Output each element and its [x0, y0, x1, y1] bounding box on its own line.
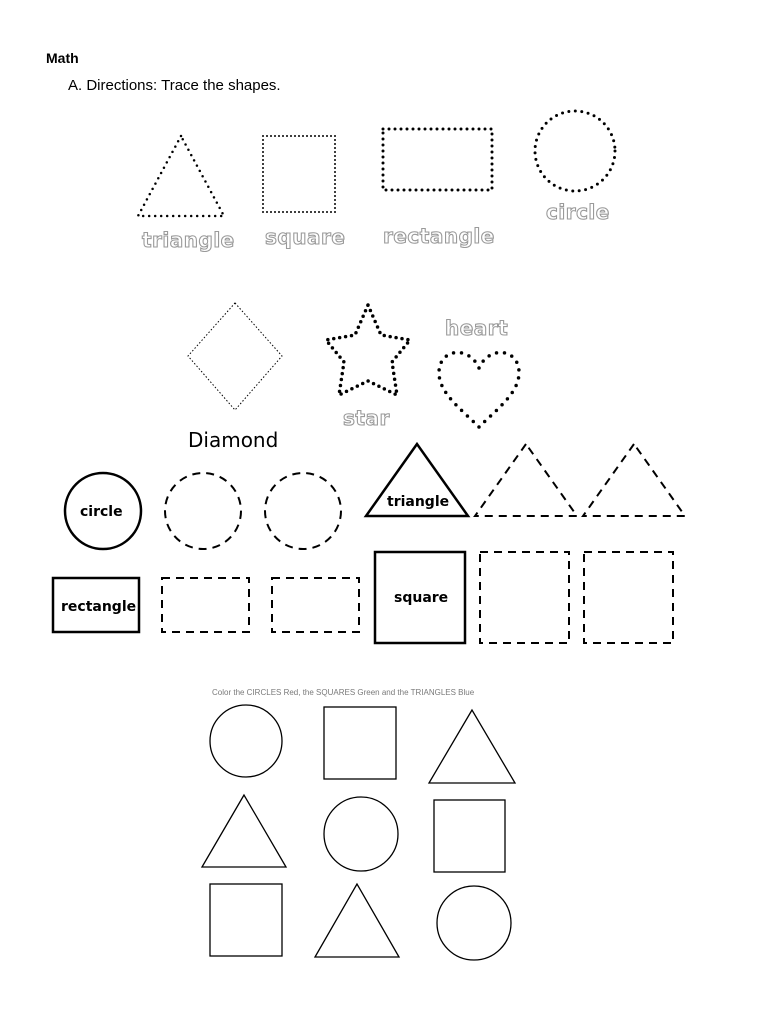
color-circle-3[interactable] — [436, 885, 512, 961]
color-square-2[interactable] — [433, 799, 506, 873]
solid-square — [373, 550, 467, 645]
dotted-circle[interactable] — [533, 109, 617, 193]
label-solid-rectangle: rectangle — [61, 599, 136, 615]
solid-circle — [63, 471, 143, 551]
color-square-3[interactable] — [209, 883, 283, 957]
dashed-square-2[interactable] — [583, 551, 674, 644]
color-circle-2[interactable] — [323, 796, 399, 872]
label-heart: heart — [445, 316, 508, 340]
solid-triangle — [363, 441, 471, 518]
label-star: star — [343, 406, 390, 430]
label-rectangle: rectangle — [383, 224, 495, 248]
dotted-heart[interactable] — [437, 350, 521, 430]
label-circle: circle — [546, 200, 610, 224]
dotted-square[interactable] — [262, 135, 336, 213]
dotted-triangle[interactable] — [135, 133, 227, 218]
label-triangle: triangle — [142, 228, 235, 252]
color-triangle-3[interactable] — [313, 882, 401, 958]
dotted-rectangle[interactable] — [381, 127, 494, 192]
dashed-circle-2[interactable] — [264, 472, 342, 550]
dashed-rectangle-2[interactable] — [271, 577, 360, 633]
dotted-star[interactable] — [322, 300, 414, 399]
label-square: square — [265, 225, 345, 249]
color-circle-1[interactable] — [209, 704, 283, 778]
label-solid-square: square — [394, 590, 448, 606]
label-solid-circle: circle — [80, 504, 123, 520]
dashed-triangle-1[interactable] — [473, 442, 579, 517]
dashed-rectangle-1[interactable] — [161, 577, 250, 633]
section-heading: Math — [46, 50, 79, 66]
dashed-triangle-2[interactable] — [581, 442, 687, 517]
dashed-circle-1[interactable] — [164, 472, 242, 550]
label-solid-triangle: triangle — [387, 494, 449, 510]
solid-rectangle — [51, 576, 141, 634]
directions-text: A. Directions: Trace the shapes. — [68, 77, 281, 94]
color-triangle-1[interactable] — [427, 708, 517, 784]
color-square-1[interactable] — [323, 706, 397, 780]
label-diamond: Diamond — [188, 428, 279, 452]
dashed-square-1[interactable] — [479, 551, 570, 644]
dotted-diamond[interactable] — [187, 302, 283, 411]
coloring-instruction: Color the CIRCLES Red, the SQUARES Green… — [212, 688, 475, 697]
color-triangle-2[interactable] — [200, 793, 288, 868]
